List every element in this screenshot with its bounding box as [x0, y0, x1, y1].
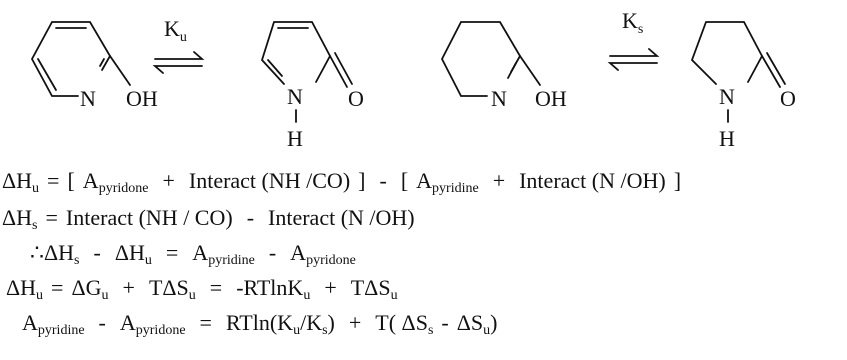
oh-label: OH	[126, 86, 158, 111]
equilibrium-arrow-ku	[152, 51, 205, 74]
n-label: N	[287, 84, 303, 109]
equation-gibbs: ΔHu=ΔGu+TΔSu=-RTlnKu+TΔSu	[6, 275, 398, 303]
pyridone-structure	[260, 21, 353, 123]
ku-label: Ku	[164, 16, 187, 45]
piperidone-structure	[690, 21, 786, 123]
o-label: O	[348, 86, 364, 111]
h-label: H	[719, 126, 735, 151]
tetrahydropyridinol-structure	[440, 21, 541, 97]
h-label: H	[287, 126, 303, 151]
equation-enthalpy-saturated: ΔHs=Interact (NH / CO)-Interact (N /OH)	[2, 205, 415, 233]
equilibrium-arrow-ks	[607, 48, 660, 71]
n-label: N	[80, 86, 96, 111]
n-label: N	[719, 84, 735, 109]
equation-result: Apyridine-Apyridone=RTln(Ku/Ks)+T( ΔSs-Δ…	[22, 310, 498, 338]
ks-label: Ks	[622, 8, 643, 37]
equation-enthalpy-unsaturated: ΔHu=[Apyridone+Interact (NH /CO)]-[Apyri…	[2, 168, 682, 196]
tautomer-scheme: N OH Ku N O H N OH Ks N O H	[30, 8, 796, 151]
hydroxypyridine-structure	[30, 21, 131, 97]
n-label: N	[491, 86, 507, 111]
oh-label: OH	[535, 86, 567, 111]
equation-difference: ∴ΔHs-ΔHu=Apyridine-Apyridone	[30, 240, 356, 268]
o-label: O	[780, 86, 796, 111]
